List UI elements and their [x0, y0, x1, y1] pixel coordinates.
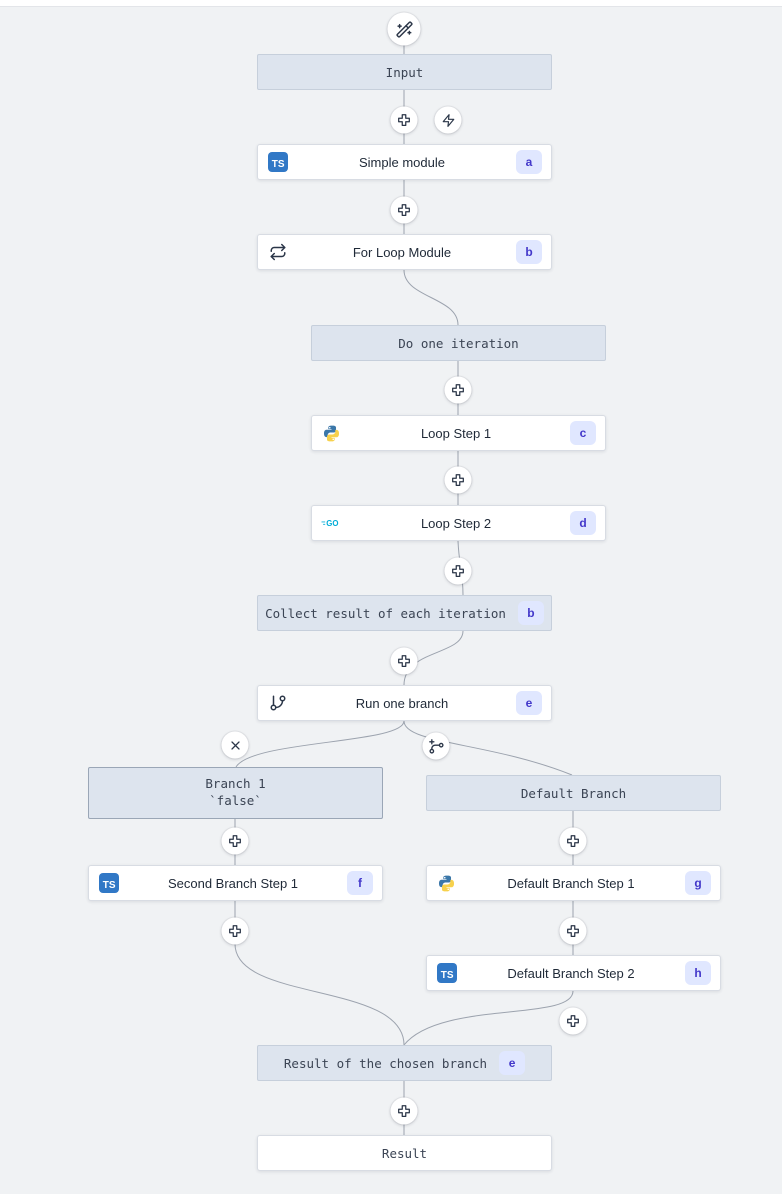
python-icon: [436, 873, 457, 894]
flow-node-second-branch-step-1[interactable]: TS Second Branch Step 1 f: [88, 865, 383, 901]
repeat-icon: [267, 242, 288, 263]
flow-node-run-one-branch[interactable]: Run one branch e: [257, 685, 552, 721]
add-step-button[interactable]: [390, 1097, 418, 1125]
plus-icon: [567, 925, 579, 937]
edge: [403, 720, 573, 776]
flow-node-default-branch[interactable]: Default Branch: [426, 775, 721, 811]
node-label: Simple module: [359, 154, 445, 170]
flow-node-simple-module[interactable]: TS Simple module a: [257, 144, 552, 180]
flow-node-branch-1[interactable]: Branch 1 `false`: [88, 767, 383, 819]
step-id-badge: c: [570, 421, 596, 445]
node-label: Loop Step 2: [420, 515, 492, 531]
plus-icon: [398, 114, 410, 126]
node-label: Do one iteration: [398, 335, 519, 351]
flow-node-do-one-iteration[interactable]: Do one iteration: [311, 325, 606, 361]
add-step-button[interactable]: [559, 827, 587, 855]
go-icon-label: GO: [326, 519, 338, 528]
edge: [403, 630, 464, 686]
step-id-badge: d: [570, 511, 596, 535]
step-id-badge: b: [517, 601, 544, 625]
plus-icon: [398, 655, 410, 667]
typescript-icon-label: TS: [267, 152, 288, 172]
flow-node-input[interactable]: Input: [257, 54, 552, 90]
add-step-button[interactable]: [559, 917, 587, 945]
plus-icon: [452, 384, 464, 396]
edge: [235, 720, 405, 768]
node-label: Result: [381, 1145, 428, 1161]
branch-label: Branch 1: [205, 776, 266, 792]
step-id-badge: b: [516, 240, 542, 264]
typescript-icon-label: TS: [436, 963, 457, 983]
add-step-button[interactable]: [444, 376, 472, 404]
plus-icon: [229, 835, 241, 847]
node-label: Default Branch: [520, 785, 627, 801]
flow-node-loop-step-2[interactable]: GO Loop Step 2 d: [311, 505, 606, 541]
node-label: Collect result of each iteration: [265, 605, 506, 621]
zap-icon: [442, 113, 454, 127]
add-step-button[interactable]: [444, 557, 472, 585]
add-step-button[interactable]: [390, 106, 418, 134]
plus-icon: [452, 565, 464, 577]
git-branch-icon: [267, 693, 288, 714]
edge: [403, 990, 574, 1046]
flow-node-loop-step-1[interactable]: Loop Step 1 c: [311, 415, 606, 451]
step-id-badge: a: [516, 150, 542, 174]
typescript-icon: TS: [267, 152, 288, 173]
edge: [403, 269, 459, 326]
add-step-button[interactable]: [221, 917, 249, 945]
node-label: Input: [385, 64, 424, 80]
flow-node-collect-result[interactable]: Collect result of each iteration b: [257, 595, 552, 631]
plus-icon: [229, 925, 241, 937]
typescript-icon: TS: [436, 963, 457, 984]
remove-branch-button[interactable]: [221, 731, 249, 759]
node-label: Result of the chosen branch: [283, 1055, 488, 1071]
wand-sparkles-icon: [395, 20, 413, 38]
branch-condition: `false`: [209, 793, 262, 808]
node-label: Loop Step 1: [420, 425, 492, 441]
top-bar: [0, 0, 782, 7]
go-icon: GO: [321, 513, 342, 534]
add-step-button[interactable]: [559, 1007, 587, 1035]
plus-icon: [452, 474, 464, 486]
step-id-badge: h: [685, 961, 711, 985]
flow-node-result-of-chosen-branch[interactable]: Result of the chosen branch e: [257, 1045, 552, 1081]
flow-node-default-branch-step-2[interactable]: TS Default Branch Step 2 h: [426, 955, 721, 991]
flow-node-default-branch-step-1[interactable]: Default Branch Step 1 g: [426, 865, 721, 901]
step-id-badge: e: [516, 691, 542, 715]
python-icon: [321, 423, 342, 444]
plus-icon: [567, 1015, 579, 1027]
typescript-icon: TS: [98, 873, 119, 894]
add-branch-button[interactable]: [422, 732, 450, 760]
node-label: Default Branch Step 2: [507, 965, 635, 981]
node-label: Second Branch Step 1: [167, 875, 299, 891]
git-branch-plus-icon: [428, 738, 444, 754]
node-label: Default Branch Step 1: [507, 875, 635, 891]
plus-icon: [398, 204, 410, 216]
step-id-badge: e: [499, 1051, 526, 1075]
plus-icon: [398, 1105, 410, 1117]
add-step-button[interactable]: [390, 647, 418, 675]
flow-node-result[interactable]: Result: [257, 1135, 552, 1171]
trigger-button[interactable]: [434, 106, 462, 134]
step-id-badge: g: [685, 871, 711, 895]
add-step-button[interactable]: [390, 196, 418, 224]
step-id-badge: f: [347, 871, 373, 895]
add-step-button[interactable]: [221, 827, 249, 855]
node-label: For Loop Module: [352, 244, 452, 260]
close-icon: [230, 740, 240, 750]
plus-icon: [567, 835, 579, 847]
node-label: Run one branch: [355, 695, 449, 711]
ai-wand-button[interactable]: [387, 12, 421, 46]
flow-node-for-loop[interactable]: For Loop Module b: [257, 234, 552, 270]
edge: [234, 901, 405, 1046]
add-step-button[interactable]: [444, 466, 472, 494]
typescript-icon-label: TS: [98, 873, 119, 893]
